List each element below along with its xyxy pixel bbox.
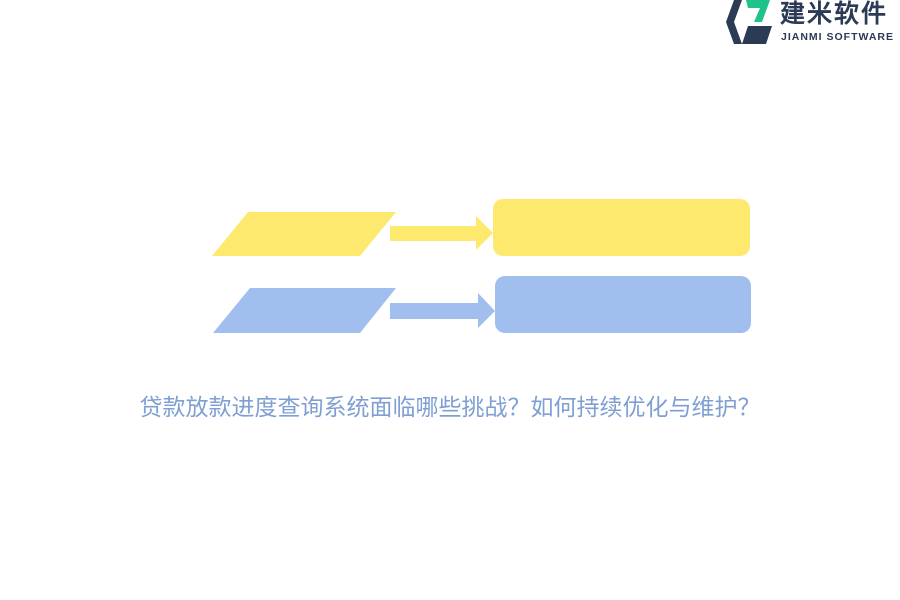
- arrow-right-blue: [390, 293, 495, 328]
- input-parallelogram-yellow: [212, 212, 396, 256]
- caption-title: 贷款放款进度查询系统面临哪些挑战？如何持续优化与维护？: [139, 395, 761, 421]
- brand-name-en: JIANMI SOFTWARE: [781, 31, 895, 43]
- brand-logo: 建米软件 JIANMI SOFTWARE: [722, 0, 900, 48]
- logo-mark-icon: [726, 0, 772, 44]
- arrow-right-yellow: [390, 216, 493, 250]
- brand-name-cn: 建米软件: [780, 0, 889, 28]
- result-box-blue: [495, 276, 751, 333]
- input-parallelogram-blue: [213, 288, 396, 333]
- result-box-yellow: [493, 199, 750, 256]
